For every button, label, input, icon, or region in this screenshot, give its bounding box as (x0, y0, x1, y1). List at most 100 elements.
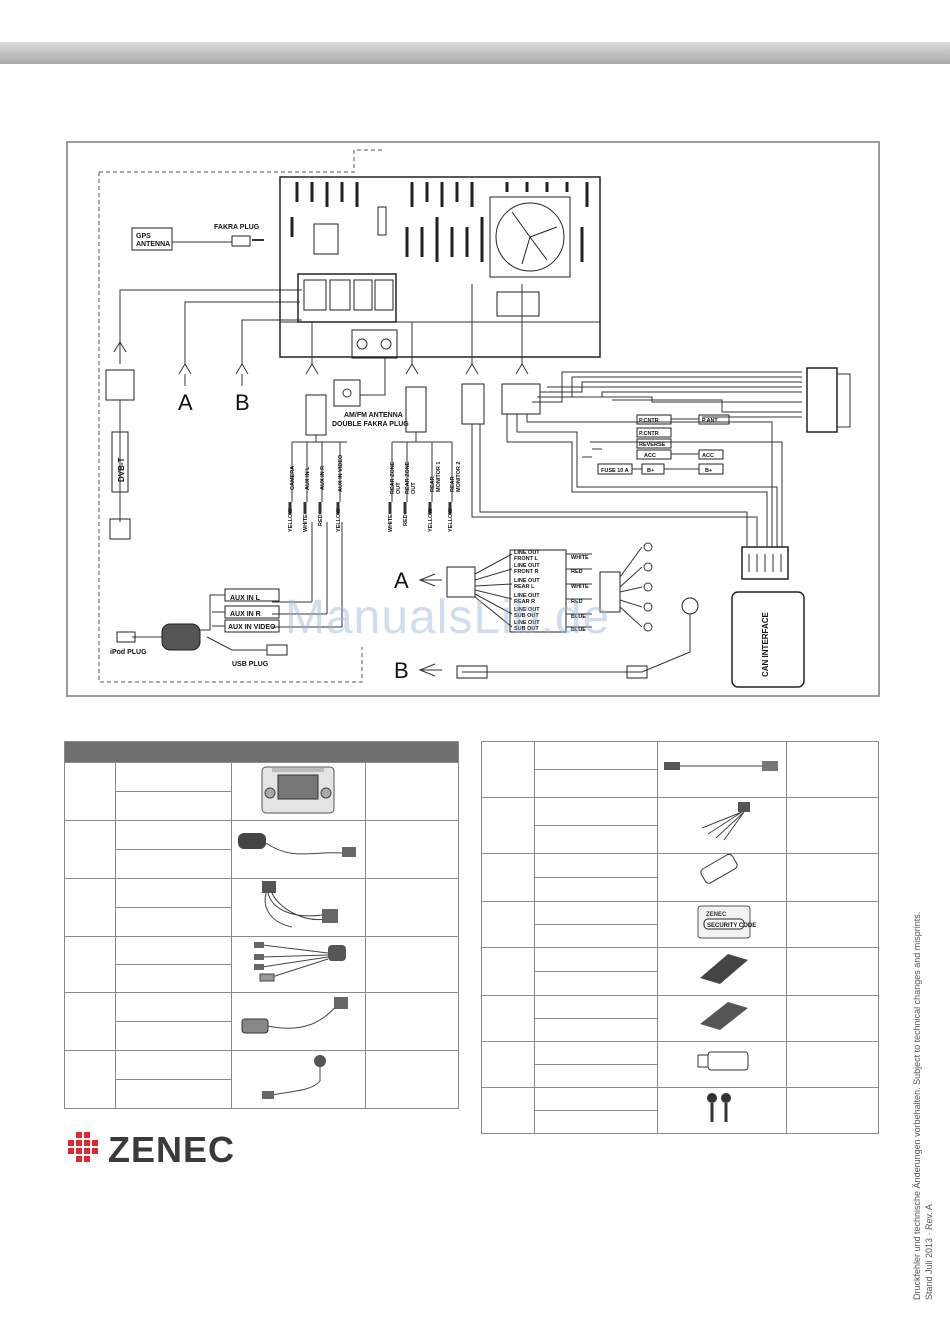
table-row (481, 853, 879, 902)
rear-zone-2: OUT (396, 482, 402, 494)
can-interface-label: CAN INTERFACE (761, 611, 770, 677)
aux-box-l: AUX IN L (230, 595, 261, 602)
table-row (64, 936, 459, 993)
white-1-label: WHITE (571, 555, 589, 561)
rear-mon-1: REAR (430, 476, 436, 492)
lo-front-l-2: FRONT L (514, 556, 538, 562)
lo-rear-l-2: REAR L (514, 584, 535, 590)
table-row (481, 797, 879, 854)
amfm-label-1: AM/FM ANTENNA (344, 412, 403, 419)
dvbt-label: DVB-T (117, 457, 126, 482)
usb-stick-image (657, 1041, 787, 1088)
lo-sub2-1: LINE OUT (514, 620, 540, 626)
yellow-3-label: YELLOW (428, 508, 434, 532)
table-row (481, 995, 879, 1042)
screws-image (657, 1087, 787, 1134)
rear-zone-3: REAR ZONE (405, 461, 411, 494)
security-card-text: SECURITY CODE (707, 923, 756, 929)
gps-antenna-label-1: GPS (136, 233, 151, 240)
legal-note-line-1: Druckfehler und technische Änderungen vo… (912, 911, 922, 1300)
red-4-label: RED (403, 514, 409, 526)
rear-mon-3: REAR (450, 476, 456, 492)
head-unit-image (231, 762, 366, 821)
lo-sub2-2: SUB OUT (514, 626, 539, 632)
table-row (481, 1041, 879, 1088)
camera-label: CAMERA (290, 466, 296, 490)
ipod-plug-label: iPod PLUG (110, 649, 147, 656)
iso-harness-image (231, 878, 366, 937)
blue-1-label: BLUE (571, 614, 586, 620)
aux-video-label: AUX IN VIDEO (338, 454, 344, 492)
parts-table-right: ZENEC SECURITY CODE (481, 741, 879, 1134)
conn-b-top: B (235, 390, 250, 415)
table-row (64, 1050, 459, 1109)
pant-label: P.ANT (702, 418, 718, 424)
watermark: ManualsLib.de (285, 591, 611, 644)
conn-b-bottom: B (394, 658, 409, 683)
usb-adapter-cable-image (231, 992, 366, 1051)
wiring-diagram-svg: FAKRA PLUG GPS ANTENNA AM/FM ANTENNA DOU… (98, 149, 851, 688)
lo-sub-1: LINE OUT (514, 607, 540, 613)
aux-r-label: AUX IN R (320, 466, 326, 490)
aux-box-video: AUX IN VIDEO (228, 624, 276, 631)
rear-mon-4: MONITOR 2 (456, 462, 462, 492)
rear-zone-1: REAR ZONE (390, 461, 396, 494)
can-interface-box (731, 591, 805, 688)
table-header (64, 741, 459, 763)
manual-1-image (657, 947, 787, 996)
red-2-label: RED (571, 599, 583, 605)
lo-front-l-1: LINE OUT (514, 550, 540, 556)
rca-harness-image (657, 797, 787, 854)
av-usb-cable-image (231, 936, 366, 993)
yellow-2-label: YELLOW (336, 508, 342, 532)
lo-front-r-1: LINE OUT (514, 563, 540, 569)
microphone-image (231, 1050, 366, 1109)
pcntr-2-label: P.CNTR (639, 431, 659, 437)
yellow-4-label: YELLOW (448, 508, 454, 532)
logo-mark-icon (68, 1132, 98, 1162)
gps-antenna-label-2: ANTENNA (136, 241, 170, 248)
rear-zone-4: OUT (411, 482, 417, 494)
remote-control-image (657, 853, 787, 902)
extension-cable-image (657, 741, 787, 798)
table-row (481, 1087, 879, 1134)
pcntr-1-label: P.CNTR (639, 418, 659, 424)
legal-note-line-2: Stand Juli 2013 · Rev. A (924, 1204, 934, 1300)
lo-rear-r-1: LINE OUT (514, 593, 540, 599)
acc-1-label: ACC (644, 453, 656, 459)
wiring-diagram: FAKRA PLUG GPS ANTENNA AM/FM ANTENNA DOU… (66, 141, 880, 697)
aux-box-r: AUX IN R (230, 611, 261, 618)
white-3-label: WHITE (303, 514, 309, 532)
lo-rear-l-1: LINE OUT (514, 578, 540, 584)
table-row: ZENEC SECURITY CODE (481, 901, 879, 948)
acc-2-label: ACC (702, 453, 714, 459)
aux-l-label: AUX IN L (305, 466, 311, 490)
gps-antenna-image (231, 820, 366, 879)
table-row (64, 992, 459, 1051)
bplus-1-label: B+ (647, 468, 654, 474)
brand-name: ZENEC (108, 1130, 235, 1170)
yellow-1-label: YELLOW (288, 508, 294, 532)
lo-sub-2: SUB OUT (514, 613, 539, 619)
table-row (481, 947, 879, 996)
rear-mon-2: MONITOR 1 (436, 462, 442, 492)
red-3-label: RED (318, 514, 324, 526)
red-1-label: RED (571, 569, 583, 575)
security-code-card-image: ZENEC SECURITY CODE (657, 901, 787, 948)
manual-2-image (657, 995, 787, 1042)
white-2-label: WHITE (571, 584, 589, 590)
conn-a-top: A (178, 390, 193, 415)
top-header-bar (0, 42, 950, 64)
reverse-label: REVERSE (639, 442, 666, 448)
lo-front-r-2: FRONT R (514, 569, 538, 575)
conn-a-bottom: A (394, 568, 409, 593)
legal-note: Druckfehler und technische Änderungen vo… (911, 900, 935, 1300)
fakra-plug-label: FAKRA PLUG (214, 224, 260, 231)
table-row (64, 878, 459, 937)
zenec-logo: ZENEC (66, 1129, 311, 1175)
bplus-2-label: B+ (705, 468, 712, 474)
table-row (481, 741, 879, 798)
amfm-label-2: DOUBLE FAKRA PLUG (332, 421, 409, 428)
parts-table-left (64, 741, 459, 1109)
table-row (64, 762, 459, 821)
